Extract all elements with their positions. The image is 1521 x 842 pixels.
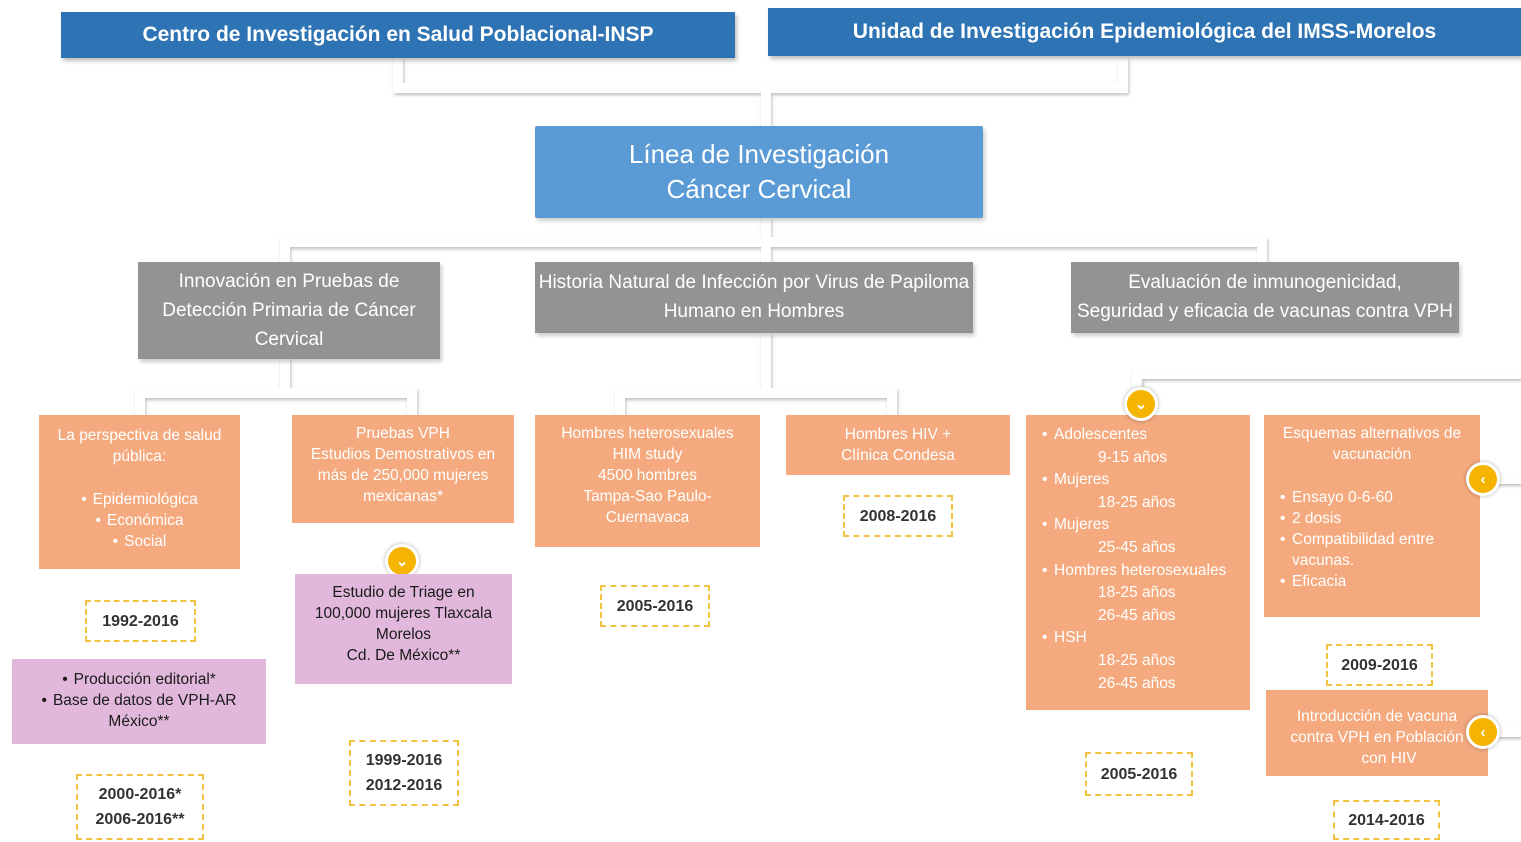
editorial-item: Base de datos de VPH-AR <box>12 690 266 711</box>
date-badge: 2005-2016 <box>600 585 710 627</box>
triage-line: Morelos <box>375 626 432 643</box>
group-item: Mujeres <box>1026 469 1250 492</box>
date-badge: 2005-2016 <box>1085 752 1193 796</box>
him-study-line: Hombres heterosexuales <box>561 425 734 442</box>
group-age: 26-45 años <box>1098 606 1176 624</box>
him-study-line: Cuernavaca <box>605 509 690 526</box>
schemes-title: vacunación <box>1332 446 1412 463</box>
schemes-item: Eficacia <box>1264 571 1480 592</box>
hpv-tests-box: Pruebas VPH Estudios Demostrativos en má… <box>292 415 514 523</box>
branch-detection-line: Innovación en Pruebas de <box>178 271 400 292</box>
branch-vaccine-line: Seguridad y eficacia de vacunas contra V… <box>1077 301 1453 322</box>
chevron-down-icon[interactable]: ⌄ <box>1124 387 1158 421</box>
group-item: Mujeres <box>1026 514 1250 537</box>
public-health-title: La perspectiva de salud <box>57 427 222 444</box>
him-study-line: HIM study <box>612 446 683 463</box>
public-health-item: Social <box>39 531 240 552</box>
hpv-tests-line: más de 250,000 mujeres <box>317 467 489 484</box>
institution-imss-label: Unidad de Investigación Epidemiológica d… <box>852 20 1437 43</box>
research-line-topic: Cáncer Cervical <box>666 174 852 204</box>
him-study-line: 4500 hombres <box>597 467 698 484</box>
date-badge: 2014-2016 <box>1333 800 1440 840</box>
triage-line: Cd. De México** <box>346 647 461 664</box>
editorial-item: Producción editorial* <box>12 669 266 690</box>
hiv-vaccine-intro-box: Introducción de vacuna contra VPH en Pob… <box>1266 690 1488 776</box>
him-study-box: Hombres heterosexuales HIM study 4500 ho… <box>535 415 760 547</box>
vaccination-schemes-box: Esquemas alternativos de vacunación Ensa… <box>1264 415 1480 617</box>
date-badge: 1992-2016 <box>85 600 196 642</box>
branch-vaccine-evaluation: Evaluación de inmunogenicidad, Seguridad… <box>1071 262 1459 333</box>
research-line-box: Línea de Investigación Cáncer Cervical <box>535 126 983 218</box>
schemes-item: Compatibilidad entre <box>1264 529 1480 550</box>
hpv-tests-line: Pruebas VPH <box>356 425 450 442</box>
date-badge: 2009-2016 <box>1326 644 1433 686</box>
intro-line: con HIV <box>1361 750 1417 767</box>
chevron-left-icon[interactable]: ‹ <box>1466 715 1500 749</box>
date-text: 2005-2016 <box>616 597 694 615</box>
group-age: 26-45 años <box>1098 674 1176 692</box>
date-text: 2012-2016 <box>365 777 443 794</box>
triage-box: Estudio de Triage en 100,000 mujeres Tla… <box>295 574 512 684</box>
public-health-item: Epidemiológica <box>39 489 240 510</box>
date-badge: 1999-2016 2012-2016 <box>349 740 459 806</box>
group-item: Hombres heterosexuales <box>1026 560 1250 583</box>
institution-imss-box: Unidad de Investigación Epidemiológica d… <box>768 8 1521 56</box>
editorial-box: Producción editorial* Base de datos de V… <box>12 659 266 744</box>
date-text: 2005-2016 <box>1100 765 1178 783</box>
branch-natural-history: Historia Natural de Infección por Virus … <box>535 262 973 333</box>
population-groups-box: Adolescentes 9-15 años Mujeres 18-25 año… <box>1026 415 1250 710</box>
public-health-item: Económica <box>39 510 240 531</box>
him-study-line: Tampa-Sao Paulo- <box>583 488 712 505</box>
branch-detection-tests: Innovación en Pruebas de Detección Prima… <box>138 262 440 359</box>
triage-line: 100,000 mujeres Tlaxcala <box>314 605 493 622</box>
branch-natural-history-line: Humano en Hombres <box>663 301 845 322</box>
public-health-title: pública: <box>112 448 167 465</box>
hpv-tests-line: mexicanas* <box>362 488 444 505</box>
intro-line: Introducción de vacuna <box>1296 708 1458 725</box>
editorial-item-cont: México** <box>108 713 170 730</box>
institution-insp-label: Centro de Investigación en Salud Poblaci… <box>142 23 654 46</box>
group-age: 18-25 años <box>1098 493 1176 511</box>
group-age: 25-45 años <box>1098 538 1176 556</box>
date-text: 2006-2016** <box>95 811 185 828</box>
hiv-men-line: Clínica Condesa <box>841 447 955 464</box>
date-badge: 2008-2016 <box>843 495 953 537</box>
hiv-men-box: Hombres HIV + Clínica Condesa <box>786 415 1010 475</box>
schemes-item: 2 dosis <box>1264 508 1480 529</box>
branch-natural-history-line: Historia Natural de Infección por Virus … <box>538 272 970 293</box>
hiv-men-line: Hombres HIV + <box>844 426 952 443</box>
chevron-down-icon[interactable]: ⌄ <box>385 544 419 578</box>
branch-detection-line: Cervical <box>254 329 324 350</box>
group-age: 18-25 años <box>1098 651 1176 669</box>
group-age: 9-15 años <box>1098 448 1167 466</box>
date-text: 2008-2016 <box>859 507 937 525</box>
chevron-left-icon[interactable]: ‹ <box>1466 462 1500 496</box>
public-health-box: La perspectiva de salud pública: Epidemi… <box>39 415 240 569</box>
schemes-title: Esquemas alternativos de <box>1282 425 1462 442</box>
research-line-title: Línea de Investigación <box>628 139 890 169</box>
group-item: Adolescentes <box>1026 424 1250 447</box>
branch-detection-line: Detección Primaria de Cáncer <box>162 300 416 321</box>
group-age: 18-25 años <box>1098 584 1176 602</box>
schemes-item-cont: vacunas. <box>1292 552 1355 569</box>
schemes-item: Ensayo 0-6-60 <box>1264 487 1480 508</box>
hpv-tests-line: Estudios Demostrativos en <box>310 446 496 463</box>
group-item: HSH <box>1026 627 1250 650</box>
date-text: 2014-2016 <box>1348 811 1425 829</box>
branch-vaccine-line: Evaluación de inmunogenicidad, <box>1128 272 1402 293</box>
intro-line: contra VPH en Población <box>1290 729 1464 746</box>
date-text: 1992-2016 <box>102 612 179 630</box>
date-badge: 2000-2016* 2006-2016** <box>76 774 204 840</box>
institution-insp-box: Centro de Investigación en Salud Poblaci… <box>61 12 735 58</box>
date-text: 1999-2016 <box>365 752 443 769</box>
date-text: 2009-2016 <box>1341 656 1418 674</box>
triage-line: Estudio de Triage en <box>332 584 475 601</box>
date-text: 2000-2016* <box>98 786 182 803</box>
